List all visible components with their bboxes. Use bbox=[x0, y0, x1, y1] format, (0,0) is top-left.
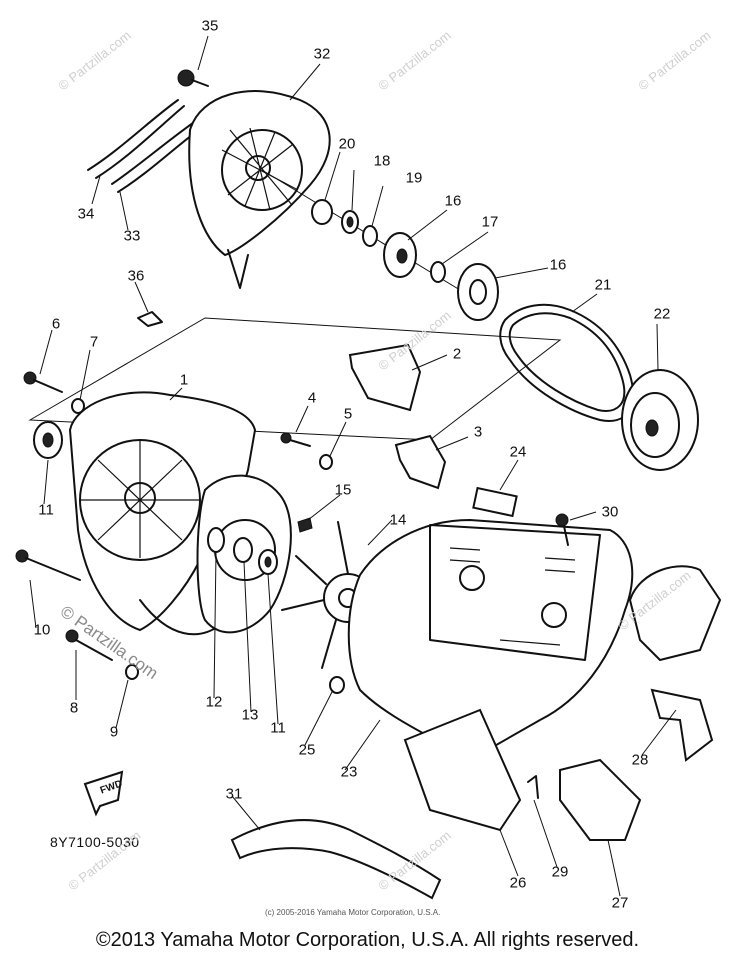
part-1-fan-housing bbox=[68, 391, 257, 636]
callout-25: 25 bbox=[298, 741, 316, 759]
callout-23: 23 bbox=[340, 763, 358, 781]
part-6-bolt bbox=[23, 371, 63, 393]
callout-2: 2 bbox=[452, 345, 462, 363]
part-32-recoil-cover bbox=[188, 90, 331, 289]
fwd-arrow-icon bbox=[83, 770, 124, 817]
footer-copyright: ©2013 Yamaha Motor Corporation, U.S.A. A… bbox=[95, 929, 640, 951]
part-35-bolt bbox=[177, 69, 209, 87]
callout-12: 12 bbox=[205, 693, 223, 711]
callout-31: 31 bbox=[225, 785, 243, 803]
part-2-air-duct bbox=[348, 343, 422, 412]
part-28-outlet-duct bbox=[628, 565, 722, 762]
part-10-bolt bbox=[15, 549, 81, 581]
callout-4: 4 bbox=[307, 389, 317, 407]
part-25-grommet bbox=[329, 676, 345, 694]
callout-9: 9 bbox=[109, 723, 119, 741]
callout-28: 28 bbox=[631, 751, 649, 769]
part-36-clip bbox=[137, 311, 163, 327]
part-23-shroud bbox=[347, 518, 634, 762]
part-26-guard bbox=[403, 708, 522, 832]
callout-14: 14 bbox=[389, 511, 407, 529]
callout-32: 32 bbox=[313, 45, 331, 63]
callout-33: 33 bbox=[123, 227, 141, 245]
part-18-washer bbox=[341, 210, 359, 234]
callout-10: 10 bbox=[33, 621, 51, 639]
part-30-bolt bbox=[555, 513, 569, 546]
callout-30: 30 bbox=[601, 503, 619, 521]
callout-21: 21 bbox=[594, 276, 612, 294]
callout-1: 1 bbox=[179, 371, 189, 389]
part-24-label bbox=[472, 486, 518, 518]
part-8-bolt bbox=[65, 629, 113, 661]
part-3-bracket bbox=[394, 434, 447, 490]
part-13-bearing bbox=[233, 537, 253, 563]
part-20-collar bbox=[311, 199, 333, 225]
callout-3: 3 bbox=[473, 423, 483, 441]
callout-20: 20 bbox=[338, 135, 356, 153]
small-copyright: (c) 2005-2016 Yamaha Motor Corporation, … bbox=[265, 908, 441, 917]
callout-8: 8 bbox=[69, 699, 79, 717]
callout-11: 11 bbox=[38, 501, 54, 519]
callout-13: 13 bbox=[241, 706, 259, 724]
part-7-washer bbox=[71, 398, 85, 414]
callout-24: 24 bbox=[509, 443, 527, 461]
part-5-washer bbox=[319, 454, 333, 470]
diagram-code: 8Y7100-5030 bbox=[50, 834, 140, 850]
callout-7: 7 bbox=[89, 333, 99, 351]
part-34-strip bbox=[87, 99, 185, 179]
part-21-belt bbox=[499, 303, 635, 422]
callout-6: 6 bbox=[51, 315, 61, 333]
part-31-underplate bbox=[230, 819, 442, 900]
callout-5: 5 bbox=[343, 405, 353, 423]
callout-15: 15 bbox=[334, 481, 352, 499]
callout-36: 36 bbox=[127, 267, 145, 285]
part-12-ring bbox=[207, 527, 225, 553]
callout-19: 19 bbox=[405, 169, 423, 187]
callout-22: 22 bbox=[653, 305, 671, 323]
callout-11b: 11 bbox=[270, 719, 286, 737]
callout-18: 18 bbox=[373, 152, 391, 170]
part-11-seal bbox=[33, 421, 63, 459]
part-17-spacer bbox=[430, 261, 446, 283]
callout-34: 34 bbox=[77, 205, 95, 223]
part-4-bolt bbox=[280, 432, 311, 447]
part-16-sheave-half bbox=[383, 232, 417, 278]
part-19-washer bbox=[362, 225, 378, 247]
callout-35: 35 bbox=[201, 17, 219, 35]
callout-27: 27 bbox=[611, 894, 629, 912]
callout-29: 29 bbox=[551, 863, 569, 881]
callout-16b: 16 bbox=[549, 256, 567, 274]
part-29-clip bbox=[527, 775, 539, 799]
callout-17: 17 bbox=[481, 213, 499, 231]
part-16-sheave-half-2 bbox=[457, 263, 499, 321]
callout-16: 16 bbox=[444, 192, 462, 210]
part-11-seal-2 bbox=[258, 549, 278, 575]
part-27-panel bbox=[559, 758, 642, 841]
part-22-pulley bbox=[621, 369, 699, 471]
callout-26: 26 bbox=[509, 874, 527, 892]
part-9-washer bbox=[125, 664, 139, 680]
exploded-view-drawing bbox=[15, 35, 722, 900]
part-15-key bbox=[297, 517, 313, 533]
